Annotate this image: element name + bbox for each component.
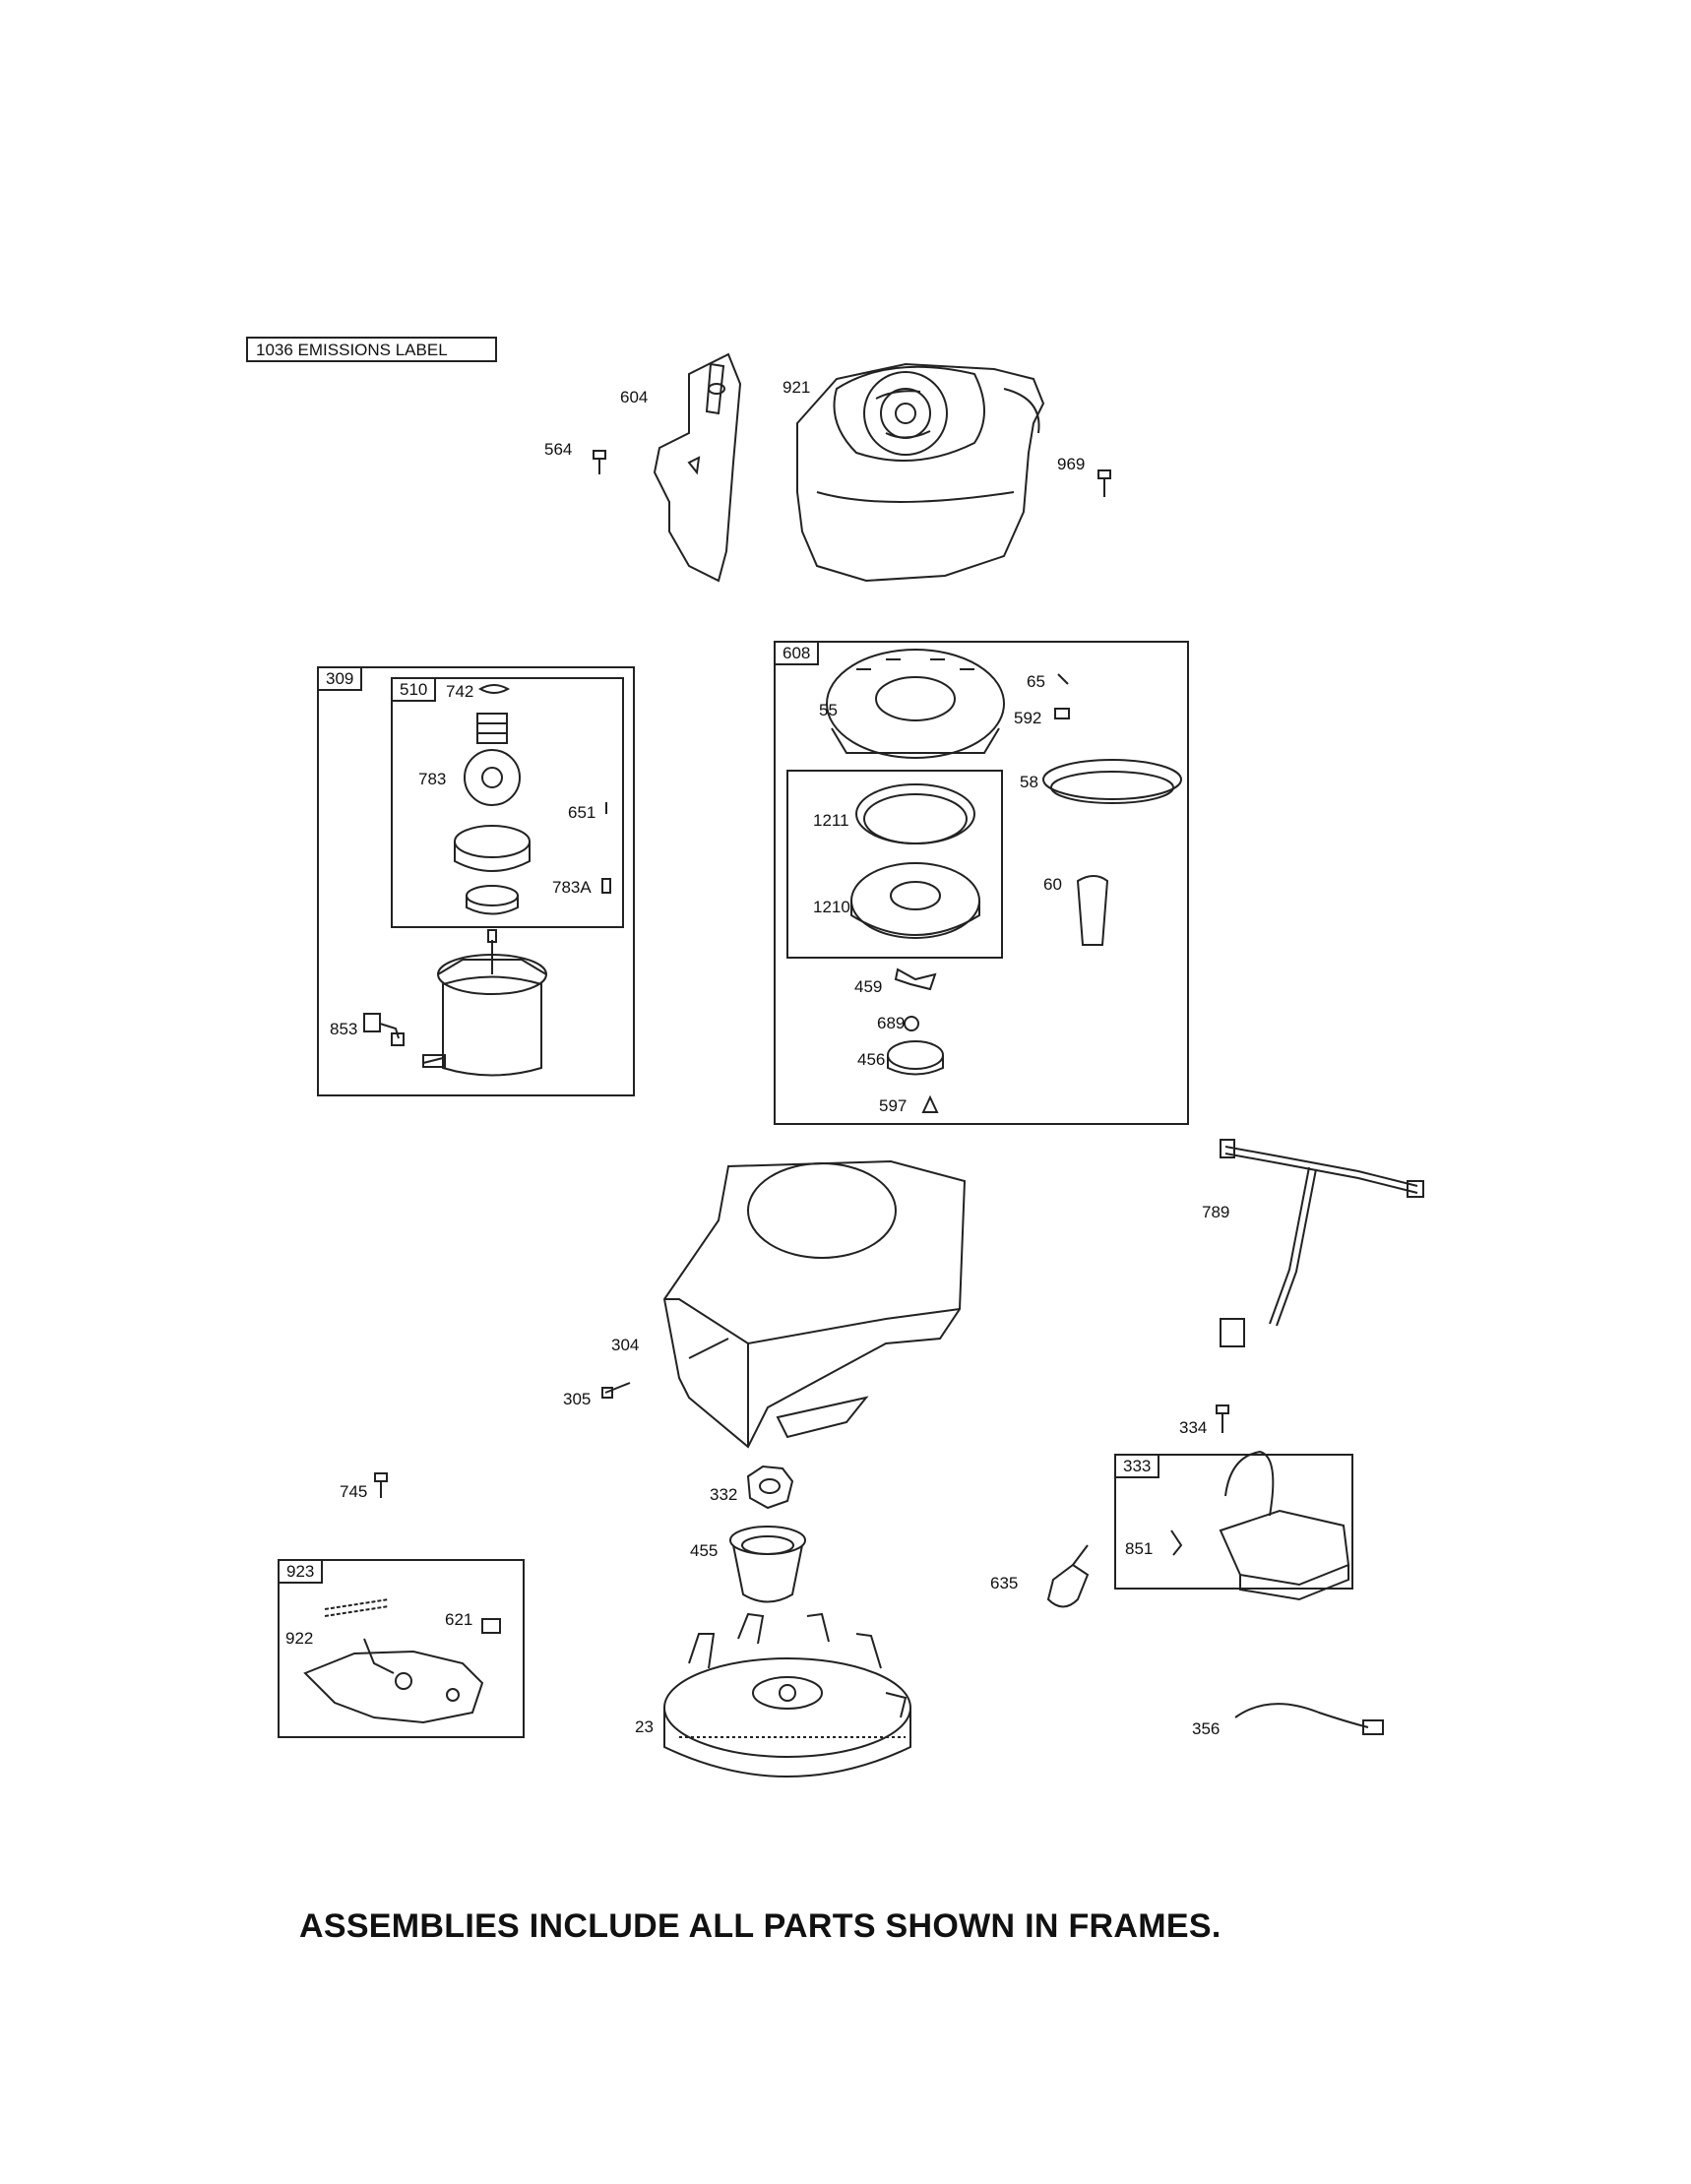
emissions-label-box: 1036 EMISSIONS LABEL <box>246 337 497 362</box>
part-label-853: 853 <box>330 1020 358 1038</box>
part-923-governor-drawing <box>303 1598 501 1724</box>
frame-333-armature <box>1114 1454 1353 1590</box>
emissions-label-text: 1036 EMISSIONS LABEL <box>256 341 448 359</box>
part-label-635: 635 <box>990 1574 1019 1592</box>
part-label-459: 459 <box>854 977 883 996</box>
part-356-wire-drawing <box>1234 1703 1384 1735</box>
part-334-bolt-drawing <box>1216 1404 1229 1433</box>
part-label-332: 332 <box>710 1485 738 1504</box>
part-23-flywheel-drawing <box>663 1612 911 1778</box>
part-635-boot-drawing <box>1046 1544 1090 1608</box>
frame-tag-923: 923 <box>278 1559 324 1584</box>
frame-923-governor <box>278 1559 525 1738</box>
part-label-597: 597 <box>879 1096 908 1115</box>
part-969-bolt-drawing <box>1097 469 1111 497</box>
part-305-bolt-drawing <box>601 1382 631 1399</box>
part-label-334: 334 <box>1179 1418 1208 1437</box>
starter-motor-drawing <box>363 929 547 1077</box>
part-label-1210: 1210 <box>813 898 850 916</box>
part-332-nut-drawing <box>746 1465 794 1510</box>
part-label-592: 592 <box>1014 709 1042 727</box>
part-label-65: 65 <box>1027 672 1045 691</box>
part-label-922: 922 <box>285 1629 314 1648</box>
part-455-cup-drawing <box>729 1526 806 1603</box>
frame-309-starter-motor <box>317 666 635 1096</box>
part-label-689: 689 <box>877 1014 906 1032</box>
part-label-58: 58 <box>1020 773 1038 791</box>
part-564-bolt-drawing <box>593 450 606 474</box>
frame-608-inner-pulley <box>786 770 1003 959</box>
part-789-harness-drawing <box>1220 1139 1424 1347</box>
assemblies-footer-note: ASSEMBLIES INCLUDE ALL PARTS SHOWN IN FR… <box>299 1907 1221 1945</box>
part-label-621: 621 <box>445 1610 473 1629</box>
part-label-456: 456 <box>857 1050 886 1069</box>
part-304-housing-drawing <box>662 1159 967 1449</box>
part-745-bolt-drawing <box>374 1472 388 1498</box>
part-label-783: 783 <box>418 770 447 788</box>
part-label-55: 55 <box>819 701 838 719</box>
frame-tag-309: 309 <box>317 666 363 691</box>
frame-tag-333: 333 <box>1114 1454 1160 1478</box>
part-label-651: 651 <box>568 803 596 822</box>
part-label-742: 742 <box>446 682 474 701</box>
recoil-starter-drawing <box>826 649 1182 1113</box>
part-label-304: 304 <box>611 1336 640 1354</box>
part-label-851: 851 <box>1125 1539 1154 1558</box>
part-label-455: 455 <box>690 1541 719 1560</box>
part-label-745: 745 <box>340 1482 368 1501</box>
starter-drive-parts-drawing <box>454 684 611 915</box>
part-label-783a: 783A <box>552 878 592 897</box>
part-label-305: 305 <box>563 1390 592 1408</box>
part-label-921: 921 <box>783 378 811 397</box>
part-label-789: 789 <box>1202 1203 1230 1221</box>
part-604-cover-drawing <box>653 352 742 583</box>
frame-510-drive-kit <box>391 677 624 928</box>
part-label-23: 23 <box>635 1717 654 1736</box>
part-333-armature-drawing <box>1170 1450 1350 1601</box>
frame-tag-608: 608 <box>774 641 820 665</box>
frame-608-recoil-starter <box>774 641 1189 1125</box>
part-label-1211: 1211 <box>813 811 849 830</box>
part-label-604: 604 <box>620 388 649 406</box>
part-label-564: 564 <box>544 440 573 459</box>
part-label-60: 60 <box>1043 875 1062 894</box>
part-label-969: 969 <box>1057 455 1086 473</box>
part-label-356: 356 <box>1192 1719 1221 1738</box>
frame-tag-510: 510 <box>391 677 437 702</box>
part-921-blower-housing-drawing <box>796 362 1045 583</box>
